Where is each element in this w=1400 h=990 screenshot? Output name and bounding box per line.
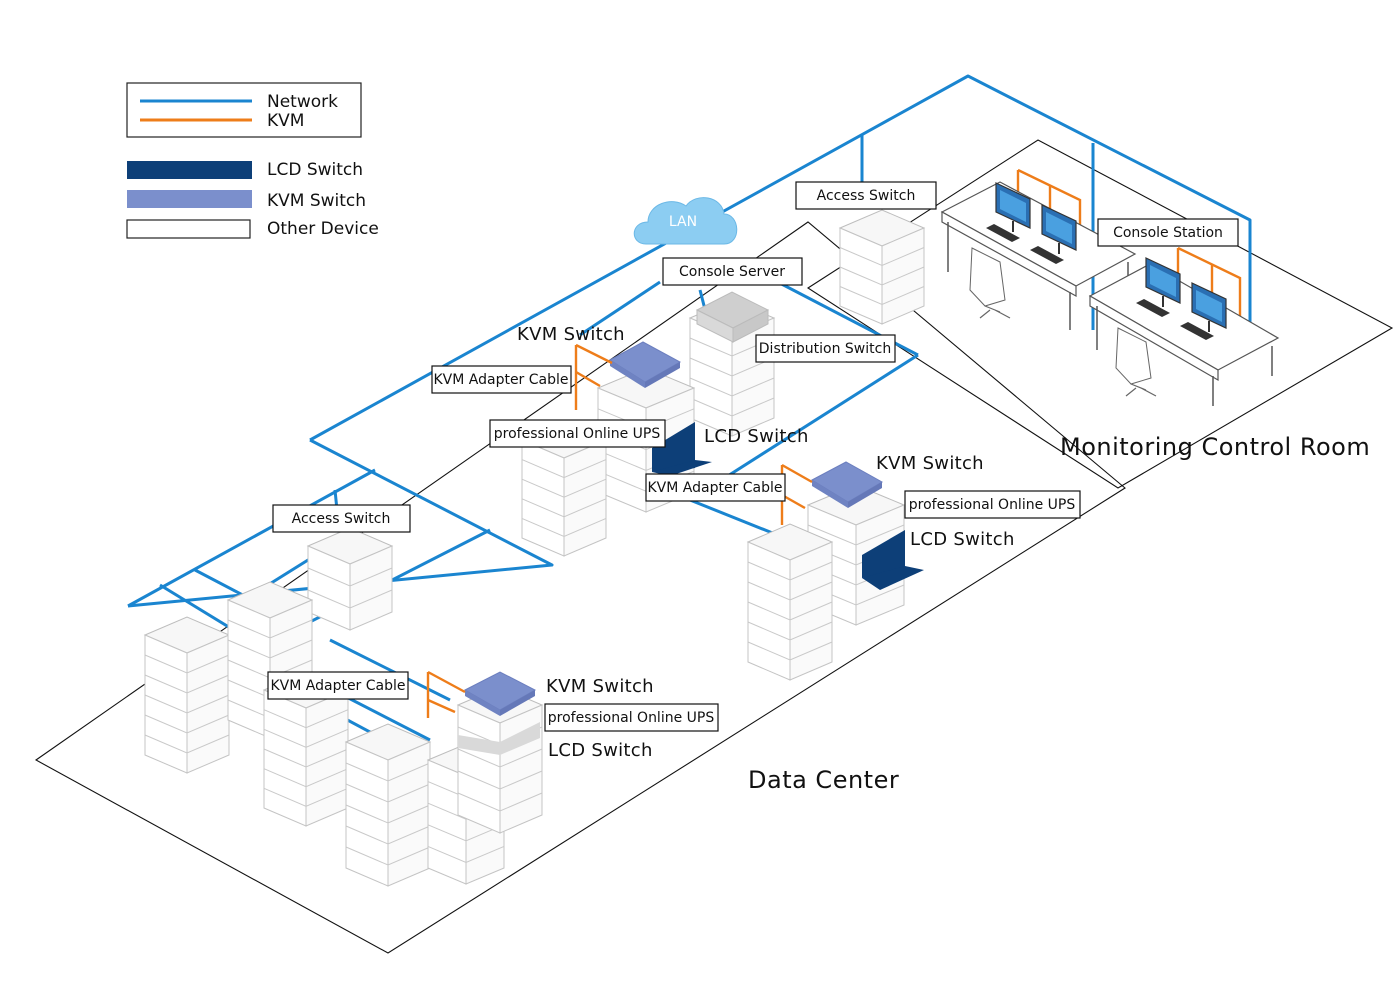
access-switch-left-label: Access Switch [272,504,411,533]
legend-lcd-text: LCD Switch [267,160,363,180]
kvm-adapter-cable-label-1: KVM Adapter Cable [431,365,572,394]
svg-text:KVM Adapter Cable: KVM Adapter Cable [270,678,405,694]
rack-row-2a [746,523,834,681]
legend-kvm-swatch [127,190,252,208]
kvm-switch-device-1 [609,341,682,388]
control-room-floor [806,139,1394,489]
rack-row-5a [344,723,432,887]
monitor-4 [1180,282,1227,340]
kvm-switch-device-2 [810,461,884,508]
lan-label: LAN [669,214,697,230]
ups-label-2: professional Online UPS [904,490,1081,519]
rack-row-3a [143,616,231,774]
lcd-switch-label-1: LCD Switch [704,426,809,447]
svg-text:professional Online UPS: professional Online UPS [548,710,715,726]
console-desk-1 [940,181,1137,330]
access-switch-top-label: Access Switch [795,181,937,210]
kvm-adapter-cable-label-3: KVM Adapter Cable [267,671,409,700]
distribution-switch-label: Distribution Switch [755,334,896,363]
monitor-1 [986,182,1031,242]
lcd-switch-device-1 [652,422,712,476]
lcd-switch-device-3 [458,722,540,755]
console-station-label: Console Station [1097,218,1239,247]
rack-row-4a [262,671,350,827]
legend-other-swatch [126,219,251,239]
svg-text:Distribution Switch: Distribution Switch [759,341,891,357]
kvm-switch-device-3 [463,671,537,716]
ups-label-1: professional Online UPS [489,419,666,448]
legend-network-text: Network [267,92,338,112]
data-center-floor [34,221,1126,954]
legend-kvm-text: KVM [267,111,304,131]
svg-text:Access Switch: Access Switch [292,511,391,527]
control-room-label: Monitoring Control Room [1060,433,1370,461]
kvm-switch-label-3: KVM Switch [546,676,654,697]
svg-text:Console Station: Console Station [1113,225,1223,241]
lcd-switch-label-3: LCD Switch [548,740,653,761]
svg-text:Access Switch: Access Switch [817,188,916,204]
rack-access-switch-left [306,527,394,631]
monitor-2 [1030,204,1077,264]
console-desk-2 [1088,263,1280,406]
svg-text:professional Online UPS: professional Online UPS [909,497,1076,513]
legend-kvm-switch-text: KVM Switch [267,191,366,211]
legend: Network KVM LCD Switch KVM Switch Other … [126,82,379,239]
data-center-label: Data Center [748,766,899,794]
lcd-switch-label-2: LCD Switch [910,529,1015,550]
legend-other-text: Other Device [267,219,379,239]
lcd-switch-device-2 [862,530,924,590]
ups-label-3: professional Online UPS [544,703,719,732]
svg-text:professional Online UPS: professional Online UPS [494,426,661,442]
svg-text:KVM Adapter Cable: KVM Adapter Cable [647,480,782,496]
console-server-device [695,291,770,343]
svg-text:KVM Adapter Cable: KVM Adapter Cable [433,372,568,388]
console-server-label: Console Server [662,257,803,286]
monitor-3 [1136,257,1181,317]
rack-access-switch-top [838,209,926,325]
legend-lcd-swatch [127,161,252,179]
kvm-switch-label-1: KVM Switch [517,324,625,345]
lan-cloud: LAN [633,197,738,245]
legend-lines-box [126,82,362,138]
kvm-switch-label-2: KVM Switch [876,453,984,474]
kvm-adapter-cable-label-2: KVM Adapter Cable [645,473,786,502]
svg-text:Console Server: Console Server [679,264,785,280]
